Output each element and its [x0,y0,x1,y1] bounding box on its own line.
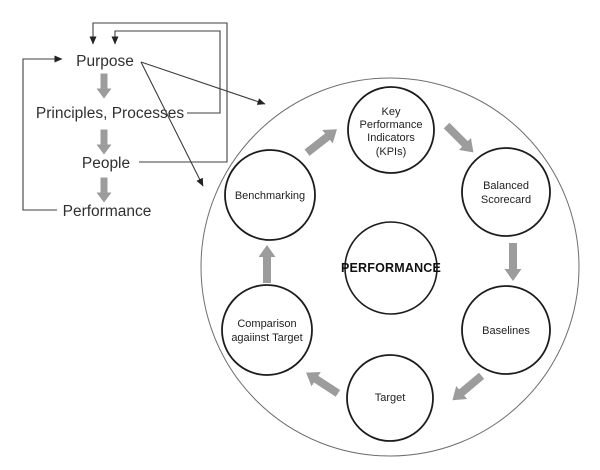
flow-label-people: People [82,155,130,172]
node-balanced-scorecard-label-line1: Balanced [483,180,529,192]
node-center-performance-circle [344,221,438,315]
node-kpi-label-line1: Key [382,106,401,118]
block-arrow-kpi-to-balanced-scorecard [440,119,480,159]
block-arrow-principles-to-people [96,129,112,155]
node-kpi-label-line2: Performance [360,119,423,131]
node-kpi-circle [347,86,435,174]
feedback-line-principles-to-purpose [111,30,221,114]
node-comparison-label-line1: Comparison [237,318,296,330]
block-arrow-target-to-comparison [301,365,343,401]
node-target-label: Target [375,392,406,404]
block-arrow-purpose-to-principles [96,73,112,99]
node-baselines-circle [461,285,551,375]
node-comparison-label-line2: agaiinst Target [231,332,302,344]
node-benchmarking-circle [224,149,316,241]
node-comparison-circle [221,284,313,376]
block-arrow-people-to-performance [96,177,112,203]
pointer-line-purpose-to-cycle-left [140,61,204,187]
node-target-circle [346,354,434,442]
node-kpi-label-line3: Indicators [367,132,415,144]
node-benchmarking-label: Benchmarking [235,190,305,202]
node-balanced-scorecard-circle [461,147,551,237]
left-flow-group: Purpose Principles, Processes People Per… [22,22,266,220]
pointer-line-purpose-to-cycle-top [140,61,266,105]
node-center-performance-label: PERFORMANCE [341,261,441,275]
node-baselines-label: Baselines [482,325,530,337]
block-arrow-baselines-to-target [446,369,488,407]
cycle-group: Key Performance Indicators (KPIs) Balanc… [200,77,580,457]
node-balanced-scorecard-label-line2: Scorecard [481,194,531,206]
block-arrow-benchmarking-to-kpi [301,122,343,160]
feedback-line-performance-to-purpose [22,55,63,211]
flow-label-purpose: Purpose [76,53,134,70]
flow-label-performance: Performance [63,203,152,220]
node-kpi-label-line4: (KPIs) [376,146,407,158]
block-arrow-balanced-scorecard-to-baselines [504,243,522,281]
cycle-boundary-circle [200,77,580,457]
flow-label-principles-processes: Principles, Processes [36,105,184,122]
block-arrow-comparison-to-benchmarking [258,245,276,283]
feedback-line-people-to-purpose [89,22,228,163]
